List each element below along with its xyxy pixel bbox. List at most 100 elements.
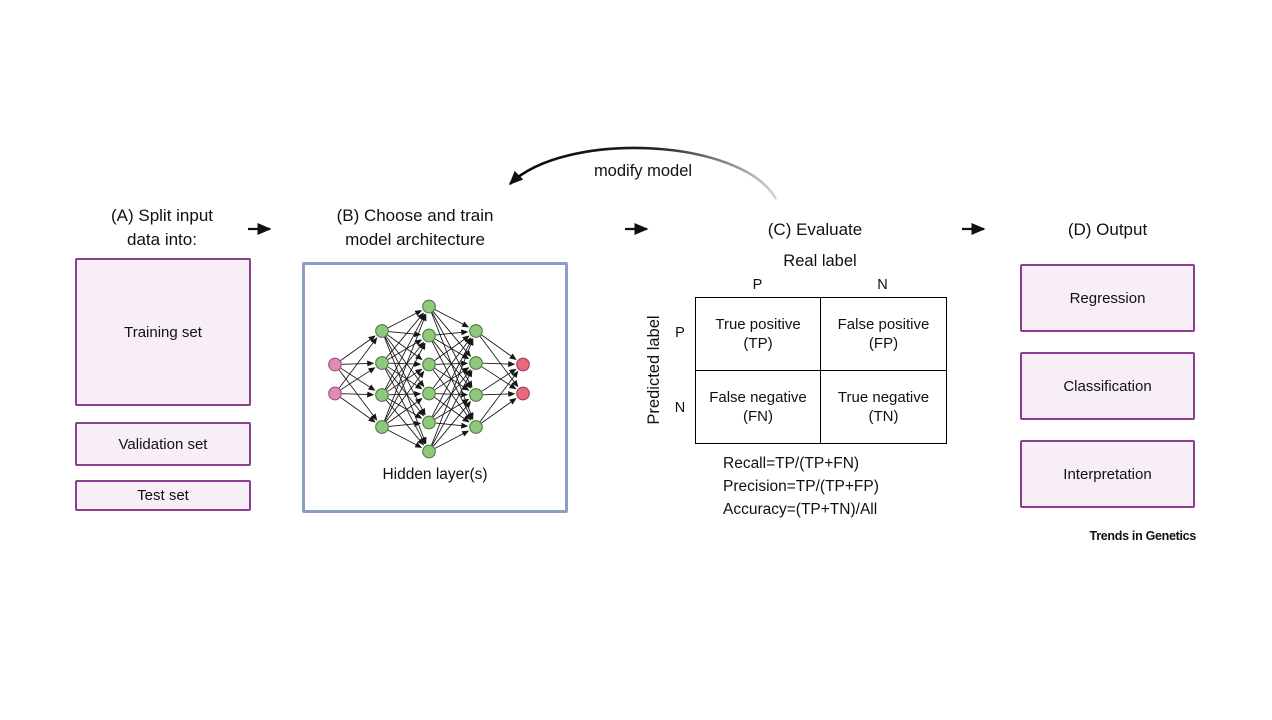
regression-box: Regression	[1020, 264, 1195, 332]
cell-false-positive-line2: (FP)	[868, 334, 899, 352]
training-set-label: Training set	[124, 323, 202, 341]
output-node	[516, 386, 530, 401]
hidden-node	[422, 415, 436, 430]
network-edge	[385, 312, 425, 359]
hidden-layers-caption: Hidden layer(s)	[382, 466, 488, 483]
network-edge	[387, 310, 423, 329]
section-b-title-line2: model architecture	[345, 230, 485, 249]
hidden-node	[469, 324, 483, 338]
network-edge	[431, 369, 473, 446]
neural-network-diagram	[328, 299, 530, 459]
cell-false-negative-line1: False negative	[709, 388, 807, 406]
test-set-label: Test set	[137, 487, 189, 504]
network-edge	[434, 430, 470, 449]
section-b-title-line1: (B) Choose and train	[336, 206, 494, 225]
network-edge	[388, 331, 422, 338]
hidden-node	[422, 357, 436, 372]
network-edge	[384, 313, 427, 421]
network-edge	[388, 420, 422, 427]
network-edge	[481, 368, 517, 392]
real-label-axis: Real label	[783, 252, 857, 270]
network-edge	[479, 336, 519, 388]
network-edge	[434, 309, 470, 328]
metric-accuracy: Accuracy=(TP+TN)/All	[723, 501, 878, 518]
cell-true-positive-line1: True positive	[715, 315, 801, 333]
classification-box: Classification	[1020, 352, 1195, 420]
predicted-label-axis: Predicted label	[645, 315, 663, 425]
network-edge	[387, 398, 423, 424]
classification-label: Classification	[1063, 377, 1152, 395]
metrics-block: Recall=TP/(TP+FN) Precision=TP/(TP+FP) A…	[723, 452, 879, 521]
section-a-title-line1: (A) Split input	[110, 206, 214, 225]
network-edge	[340, 397, 376, 423]
test-set-box: Test set	[75, 480, 251, 511]
cell-false-positive: False positive (FP)	[821, 298, 946, 371]
network-edge	[384, 313, 426, 390]
network-edge	[432, 340, 472, 389]
network-edge	[385, 370, 425, 422]
hidden-node	[422, 299, 436, 314]
validation-set-label: Validation set	[118, 435, 208, 453]
network-edge	[432, 337, 472, 389]
network-edge	[388, 361, 422, 368]
cell-true-negative: True negative (TN)	[821, 371, 946, 444]
hidden-node	[422, 444, 436, 459]
hidden-node	[375, 388, 389, 402]
hidden-node	[375, 356, 389, 370]
network-edge	[432, 311, 472, 357]
network-edge	[435, 329, 469, 336]
confusion-matrix: True positive (TP) False positive (FP) F…	[695, 297, 947, 444]
network-edge	[481, 366, 517, 390]
network-edge	[432, 369, 472, 421]
row-header-n: N	[674, 400, 686, 416]
metric-precision: Precision=TP/(TP+FP)	[723, 478, 879, 495]
hidden-node	[469, 420, 483, 434]
network-edge	[384, 368, 426, 445]
col-header-n: N	[877, 277, 888, 293]
network-edge	[387, 368, 423, 392]
hidden-node	[375, 420, 389, 434]
network-edge	[341, 391, 375, 398]
input-node	[328, 357, 342, 372]
network-edge	[387, 334, 423, 360]
network-edge	[482, 390, 516, 397]
section-a-title: (A) Split input data into:	[72, 204, 252, 252]
cell-false-negative-line2: (FN)	[743, 407, 773, 425]
cell-true-positive-line2: (TP)	[743, 334, 773, 352]
cell-true-negative-line1: True negative	[837, 388, 930, 406]
modify-model-label: modify model	[593, 162, 693, 180]
section-b-title: (B) Choose and train model architecture	[305, 204, 525, 252]
network-edge	[385, 336, 425, 388]
hidden-node	[422, 328, 436, 343]
regression-label: Regression	[1069, 289, 1146, 307]
network-edge	[340, 335, 376, 361]
section-c-title: (C) Evaluate	[767, 220, 863, 239]
interpretation-box: Interpretation	[1020, 440, 1195, 508]
training-set-box: Training set	[75, 258, 251, 406]
section-d-title: (D) Output	[1067, 220, 1148, 239]
cell-true-negative-line2: (TN)	[868, 407, 899, 425]
hidden-node	[422, 386, 436, 401]
network-edge	[385, 399, 425, 446]
network-edge	[431, 337, 473, 417]
cell-false-negative: False negative (FN)	[696, 370, 821, 443]
col-header-p: P	[752, 277, 763, 293]
metric-recall: Recall=TP/(TP+FN)	[723, 455, 860, 472]
network-edge	[387, 366, 423, 390]
network-edge	[388, 390, 422, 397]
validation-set-box: Validation set	[75, 422, 251, 466]
network-edge	[338, 369, 378, 421]
network-edge	[481, 398, 517, 424]
section-a-title-line2: data into:	[127, 230, 197, 249]
hidden-node	[469, 356, 483, 370]
cell-true-positive: True positive (TP)	[696, 298, 821, 371]
network-edge	[479, 370, 519, 422]
network-edge	[434, 335, 470, 361]
network-edge	[431, 338, 474, 446]
hidden-node	[375, 324, 389, 338]
network-edge	[481, 334, 517, 360]
network-edge	[387, 398, 423, 419]
network-edge	[431, 312, 474, 420]
cell-false-positive-line1: False positive	[837, 315, 930, 333]
